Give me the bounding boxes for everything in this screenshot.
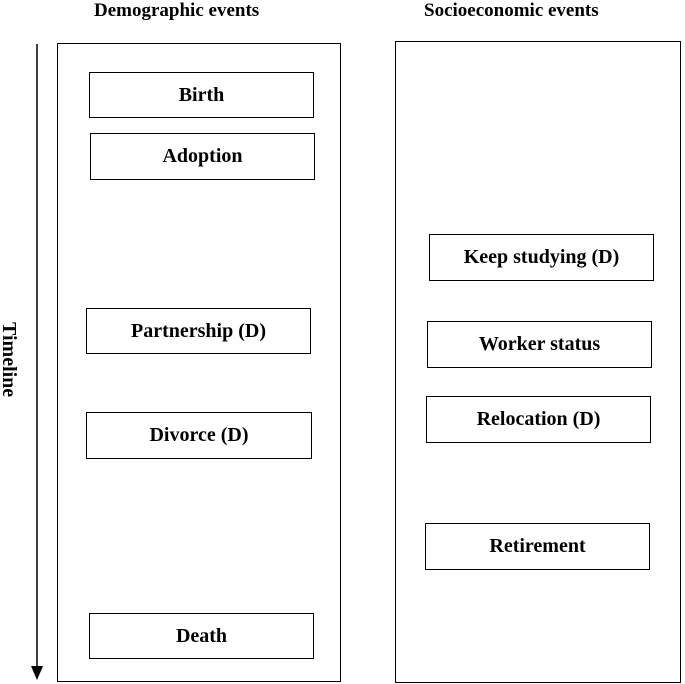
event-adoption: Adoption bbox=[90, 133, 315, 180]
demographic-events-header: Demographic events bbox=[94, 0, 260, 21]
event-partnership: Partnership (D) bbox=[86, 308, 311, 354]
timeline-label: Timeline bbox=[0, 322, 20, 398]
timeline-arrow bbox=[31, 44, 43, 680]
event-relocation: Relocation (D) bbox=[426, 396, 651, 443]
event-death: Death bbox=[89, 613, 314, 659]
event-birth: Birth bbox=[89, 72, 314, 118]
socioeconomic-events-header: Socioeconomic events bbox=[424, 0, 599, 21]
event-keep-studying: Keep studying (D) bbox=[429, 234, 654, 281]
event-divorce: Divorce (D) bbox=[86, 412, 312, 459]
demographic-events-column bbox=[57, 43, 341, 682]
event-retirement: Retirement bbox=[425, 523, 650, 570]
socioeconomic-events-column bbox=[395, 41, 681, 683]
event-worker-status: Worker status bbox=[427, 321, 652, 368]
